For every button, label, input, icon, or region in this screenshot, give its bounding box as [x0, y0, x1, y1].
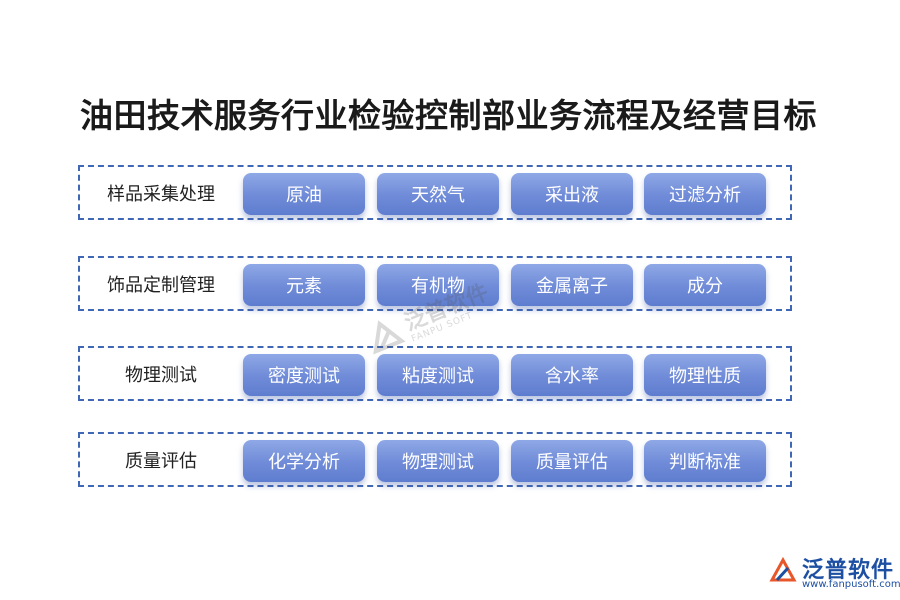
- process-item: 化学分析: [243, 440, 365, 482]
- brand-logo: 泛普软件 www.fanpusoft.com: [768, 552, 900, 596]
- process-item: 采出液: [511, 173, 633, 215]
- brand-name: 泛普软件: [802, 558, 895, 583]
- process-item: 粘度测试: [377, 354, 499, 396]
- process-item: 有机物: [377, 264, 499, 306]
- process-item: 质量评估: [511, 440, 633, 482]
- row-label: 样品采集处理: [107, 183, 215, 205]
- process-row-physical-testing: 物理测试 密度测试 粘度测试 含水率 物理性质: [78, 346, 792, 401]
- process-item: 成分: [644, 264, 766, 306]
- process-item: 金属离子: [511, 264, 633, 306]
- brand-url: www.fanpusoft.com: [802, 579, 900, 590]
- process-item: 过滤分析: [644, 173, 766, 215]
- row-label: 物理测试: [125, 364, 197, 386]
- process-item: 含水率: [511, 354, 633, 396]
- fanpu-logo-icon: [769, 556, 797, 582]
- process-item: 原油: [243, 173, 365, 215]
- process-item: 元素: [243, 264, 365, 306]
- process-row-custom-management: 饰品定制管理 元素 有机物 金属离子 成分: [78, 256, 792, 311]
- watermark: 泛普软件 FANPU SOFT: [356, 266, 508, 374]
- process-item: 物理测试: [377, 440, 499, 482]
- process-row-quality-assessment: 质量评估 化学分析 物理测试 质量评估 判断标准: [78, 432, 792, 487]
- process-item: 物理性质: [644, 354, 766, 396]
- row-label: 饰品定制管理: [107, 274, 215, 296]
- process-item: 天然气: [377, 173, 499, 215]
- process-row-sample-collection: 样品采集处理 原油 天然气 采出液 过滤分析: [78, 165, 792, 220]
- row-label: 质量评估: [125, 450, 197, 472]
- page-title: 油田技术服务行业检验控制部业务流程及经营目标: [80, 96, 817, 135]
- process-item: 密度测试: [243, 354, 365, 396]
- fanpu-logo-icon: [373, 320, 406, 355]
- process-item: 判断标准: [644, 440, 766, 482]
